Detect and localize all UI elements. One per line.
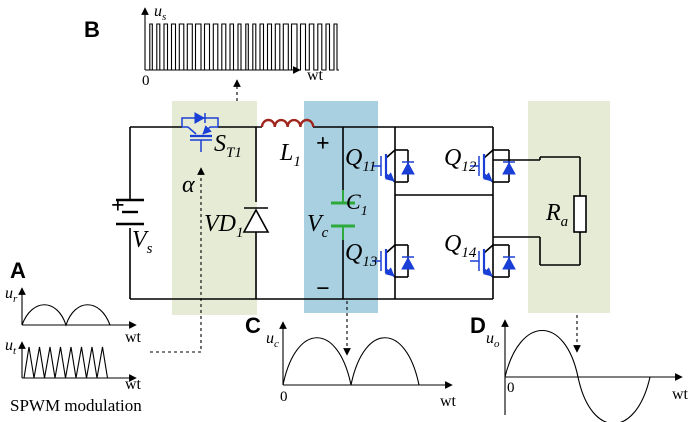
c-x-axis: wt: [440, 393, 457, 410]
a-caption: SPWM modulation: [10, 396, 142, 415]
label-a: A: [10, 258, 26, 283]
source-plus: +: [111, 193, 125, 219]
q12-label: Q12: [444, 145, 477, 175]
label-c: C: [245, 313, 261, 338]
q11-label: Q11: [345, 145, 376, 175]
waveform-d: [501, 319, 683, 422]
label-b: B: [84, 17, 100, 42]
capacitor-panel: [304, 101, 378, 313]
load-resistor: [573, 195, 587, 233]
a-arrow: [150, 167, 205, 353]
q14-label: Q14: [444, 231, 477, 261]
a-top-x-axis: wt: [125, 329, 142, 346]
waveform-c: [279, 321, 453, 389]
capacitor-label: C1: [346, 189, 368, 219]
b-x-axis: wt: [307, 67, 324, 84]
load-label: Ra: [545, 200, 568, 230]
cap-minus: −: [316, 276, 330, 302]
inductor-l1: [260, 118, 315, 128]
q13-label: Q13: [345, 240, 377, 270]
b-y-axis: us: [154, 3, 166, 23]
d-y-axis: uo: [486, 330, 500, 350]
diode-label: VD1: [204, 211, 244, 241]
transistor-q12: [470, 149, 516, 183]
waveform-b: [141, 7, 339, 74]
c-origin: 0: [280, 389, 288, 405]
switch-label: ST1: [214, 131, 242, 161]
a-top-y-axis: ur: [5, 285, 18, 305]
waveform-a: [18, 287, 137, 382]
a-bottom-y-axis: ut: [5, 337, 17, 357]
transistor-q11: [372, 149, 415, 183]
transistor-q14: [470, 244, 516, 278]
inductor-label: L1: [279, 140, 301, 170]
label-d: D: [470, 313, 486, 338]
switch-panel: [172, 101, 257, 315]
b-origin: 0: [142, 73, 150, 89]
capacitor-c1: [331, 190, 355, 240]
capacitor-voltage-label: Vc: [307, 211, 329, 241]
d-x-axis: wt: [672, 386, 689, 403]
d-origin: 0: [507, 380, 515, 396]
a-bottom-x-axis: wt: [125, 376, 142, 393]
circuit-wiring: [129, 126, 581, 300]
dc-voltage-source: [116, 198, 144, 226]
load-panel: [528, 101, 610, 313]
transistor-q13: [372, 244, 415, 278]
duty-alpha-label: α: [182, 172, 195, 198]
c-y-axis: uc: [266, 330, 279, 350]
switch-st1: [181, 112, 219, 152]
freewheel-diode: [242, 207, 270, 233]
cap-plus: +: [316, 131, 330, 157]
source-label: Vs: [132, 227, 153, 257]
